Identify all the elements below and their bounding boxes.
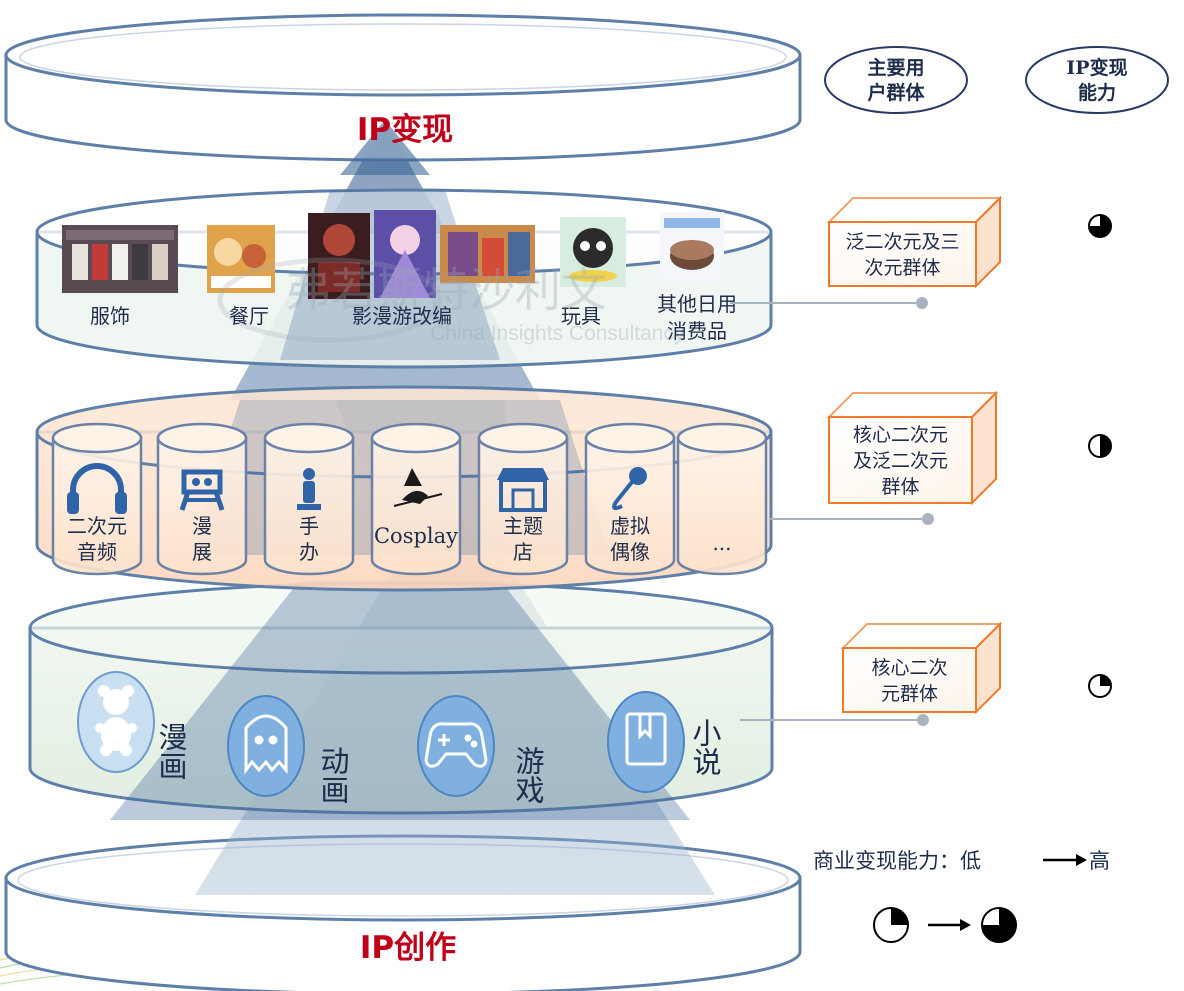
microphone-icon: [612, 467, 647, 511]
watermark: 弗若斯特沙利文 China Insights Consultancy: [217, 257, 685, 345]
layer2-label-more: ...: [712, 531, 731, 555]
layer1-label-restaurant: 餐厅: [229, 304, 269, 328]
layer1-label-toy: 玩具: [561, 304, 601, 328]
group-box-layer1: 泛二次元及三次元群体: [826, 195, 1003, 289]
layer2-item-exhibition: 漫展: [156, 422, 248, 576]
layer3-item-game: 游戏: [417, 695, 545, 804]
group-box-layer3: 核心二次元群体: [840, 621, 1003, 715]
layer2-item-audio: 二次元音频: [51, 422, 143, 576]
layer1-label-consumer-goods: 其他日用消费品: [657, 292, 737, 343]
ability-indicators: [1088, 214, 1112, 698]
group-label-layer2: 核心二次元及泛二次元群体: [853, 424, 948, 498]
anime-poster-image: [374, 210, 436, 298]
arrow-right-icon: [928, 919, 971, 931]
layer2-item-theme-store: 主题店: [477, 422, 569, 576]
restaurant-image: [207, 225, 275, 293]
layer2-item-cosplay: Cosplay: [370, 422, 462, 576]
legend-pie-low: [873, 907, 909, 943]
legend-pie-high: [981, 907, 1017, 943]
game-adaptation-image: [440, 225, 535, 283]
headphones-icon: [67, 463, 127, 514]
layer2-mini-cylinders: 二次元音频 漫展 手办 Cosplay 主题店 虚拟偶像...: [51, 422, 768, 576]
layer3-label-game: 游戏: [511, 746, 545, 804]
group-label-layer1: 泛二次元及三次元群体: [845, 231, 959, 279]
teddy-bear-icon: [95, 685, 137, 756]
clothing-store-image: [62, 225, 178, 293]
book-icon: [625, 712, 667, 766]
header-group-col: 主要用户群体: [824, 46, 968, 114]
layer3-item-comic: 漫画: [77, 671, 188, 780]
ghost-icon: [244, 714, 288, 775]
layer3-label-comic: 漫画: [154, 722, 188, 780]
film-poster-image: [308, 213, 370, 299]
header-ability-label: IP变现能力: [1066, 56, 1127, 104]
layer2-label-audio: 二次元音频: [67, 514, 127, 564]
witch-icon: [393, 468, 443, 507]
layer1-products: [62, 210, 724, 299]
layer2-label-cosplay: Cosplay: [374, 524, 458, 548]
arrow-right-icon: [1043, 854, 1087, 866]
ability-pie-layer1: [1088, 214, 1112, 238]
exhibition-booth-icon: [179, 469, 225, 511]
legend-text: 商业变现能力：低: [813, 849, 981, 873]
bottom-title: IP创作: [360, 930, 456, 966]
connectors: [730, 297, 934, 726]
layer3-item-animation: 动画: [227, 695, 350, 804]
header-ability-col: IP变现能力: [1025, 46, 1169, 114]
layer2-item-virtual-idol: 虚拟偶像: [584, 422, 676, 576]
ability-pie-layer3: [1088, 674, 1112, 698]
layer3-label-novel: 小说: [688, 718, 722, 776]
layer2-label-theme-store: 主题店: [503, 514, 543, 564]
toy-image: [560, 217, 626, 287]
layer2-item-more: ...: [676, 422, 768, 576]
watermark-en: China Insights Consultancy: [430, 322, 685, 345]
legend: 商业变现能力：低 高: [813, 849, 1110, 943]
gamepad-icon: [424, 722, 488, 768]
layer1-label-adaptation: 影漫游改编: [352, 304, 452, 328]
layer1-label-clothing: 服饰: [90, 304, 130, 328]
layer3-item-novel: 小说: [607, 691, 722, 793]
header-group-label: 主要用户群体: [867, 57, 925, 104]
consumer-goods-image: [660, 212, 724, 284]
layer2-item-figure: 手办: [263, 422, 355, 576]
layer2-label-figure: 手办: [299, 514, 319, 564]
layer2-label-exhibition: 漫展: [192, 514, 212, 564]
top-title: IP变现: [357, 112, 453, 148]
legend-high: 高: [1089, 849, 1110, 873]
watermark-cn: 弗若斯特沙利文: [285, 264, 607, 316]
arrow-tip: [340, 120, 430, 175]
group-box-layer2: 核心二次元及泛二次元群体: [826, 390, 999, 506]
ability-pie-layer2: [1088, 434, 1112, 458]
group-label-layer3: 核心二次元群体: [871, 657, 947, 705]
layer3-label-animation: 动画: [316, 746, 350, 804]
storefront-icon: [497, 468, 549, 512]
layer2-label-virtual-idol: 虚拟偶像: [610, 514, 650, 564]
top-platform: [4, 13, 802, 162]
layer3-platform: [28, 581, 774, 815]
figure-icon: [297, 468, 321, 510]
